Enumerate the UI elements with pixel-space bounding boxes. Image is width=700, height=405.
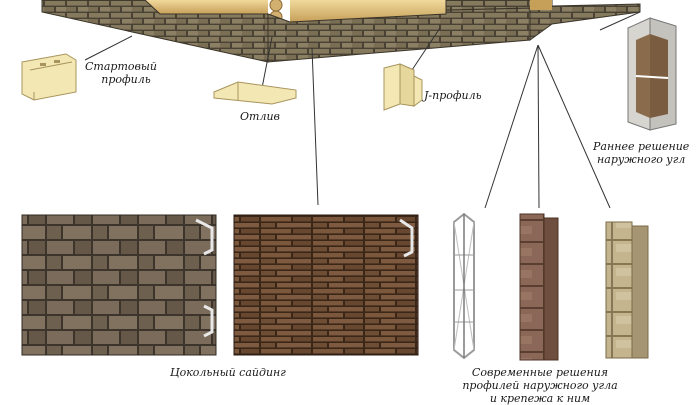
label-early-corner-line2: наружного угл xyxy=(597,153,686,166)
label-modern-line3: и крепежа к ним xyxy=(489,392,591,405)
leader-j-profile xyxy=(411,27,441,71)
j-profile-icon xyxy=(383,63,423,111)
leader-modern-1 xyxy=(484,44,539,209)
label-early-corner-line1: Раннее решение xyxy=(593,140,690,153)
label-modern-line2: профилей наружного угла xyxy=(462,379,618,392)
house-corner xyxy=(41,0,641,63)
label-start-profile-line2: профиль xyxy=(101,73,151,86)
leader-modern-3 xyxy=(537,44,611,209)
leader-plinth-siding xyxy=(311,47,319,206)
log-wall-left xyxy=(145,0,268,14)
leader-modern-2 xyxy=(537,44,540,209)
label-plinth-siding: Цокольный сайдинг xyxy=(170,366,286,379)
label-drip: Отлив xyxy=(240,110,280,123)
log-wall-mid xyxy=(290,0,446,22)
siding-panel-right xyxy=(233,214,419,356)
label-early-corner: Раннее решение наружного угл xyxy=(593,140,689,166)
corner-frame-icon xyxy=(453,212,475,360)
start-profile-icon xyxy=(21,53,77,101)
leader-lines xyxy=(84,11,641,209)
label-j-profile: J-профиль xyxy=(424,89,482,102)
label-start-profile: Стартовый профиль xyxy=(85,60,157,86)
drip-profile-icon xyxy=(213,81,297,105)
leader-drip xyxy=(261,36,273,89)
siding-panel-left xyxy=(21,214,217,356)
corner-post-brown xyxy=(519,213,559,361)
leader-early-corner xyxy=(599,11,641,31)
label-modern-solutions: Современные решения профилей наружного у… xyxy=(455,366,625,405)
label-modern-line1: Современные решения xyxy=(471,366,609,379)
outer-corner-icon xyxy=(627,17,677,131)
leader-start-profile xyxy=(84,35,133,61)
corner-post-stone xyxy=(605,221,649,359)
label-start-profile-line1: Стартовый xyxy=(85,60,157,73)
